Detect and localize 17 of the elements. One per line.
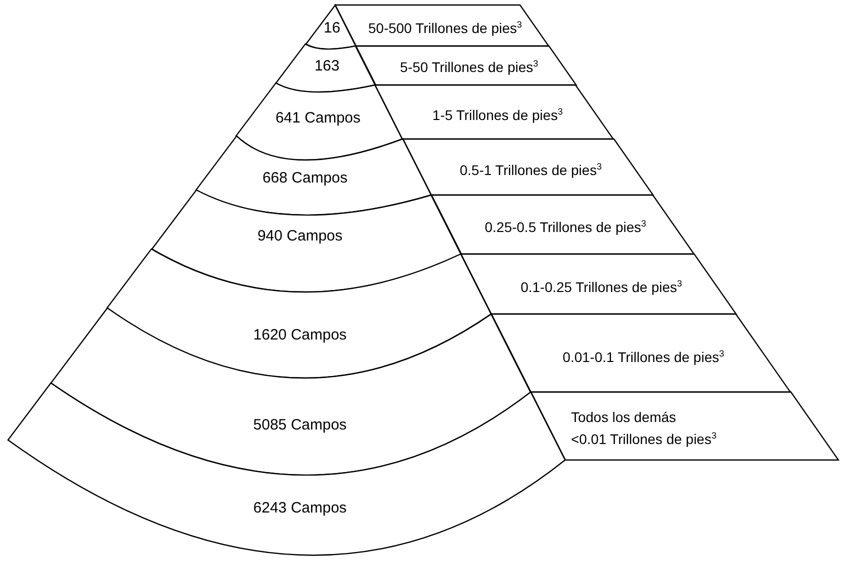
reserve-size-label: 1-5 Trillones de pies$^{3}$ [432, 108, 563, 122]
reserve-size-label: 0.5-1 Trillones de pies$^{3}$ [460, 162, 602, 177]
field-count-label: 940 Campos [257, 228, 343, 244]
field-count-label: 16 [324, 20, 340, 36]
reserve-size-label: 50-500 Trillones de pies$^{3}$ [368, 20, 522, 35]
reserve-size-label: 0.01-0.1 Trillones de pies$^{3}$ [562, 350, 724, 364]
field-count-label: 641 Campos [275, 110, 361, 126]
reserve-size-label: 5-50 Trillones de pies$^{3}$ [400, 60, 538, 74]
reserve-size-label: Todos los demás [570, 410, 676, 424]
field-count-label: 6243 Campos [253, 500, 347, 516]
reserve-size-label: 0.1-0.25 Trillones de pies$^{3}$ [520, 280, 682, 294]
field-count-label: 1620 Campos [253, 328, 347, 342]
field-count-label: 5085 Campos [253, 418, 347, 432]
reserve-size-label: 0.25-0.5 Trillones de pies$^{3}$ [484, 220, 646, 234]
reserve-size-label: <0.01 Trillones de pies$^{3}$ [570, 432, 716, 446]
field-count-label: 163 [314, 58, 340, 74]
field-count-label: 668 Campos [262, 170, 348, 186]
